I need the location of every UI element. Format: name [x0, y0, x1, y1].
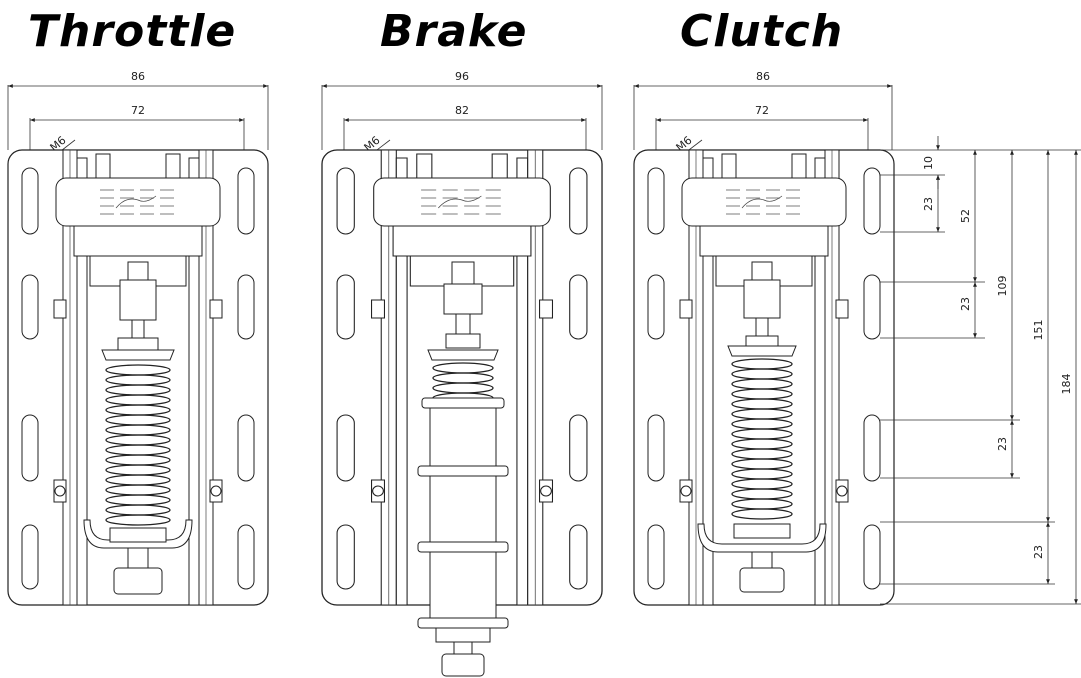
- title-throttle: Throttle: [28, 6, 236, 57]
- dim-23-second: 23: [959, 297, 972, 311]
- clutch-assembly: 86 72 M6: [633, 70, 895, 606]
- throttle-assembly: 86 72 M6: [7, 70, 269, 606]
- dim-10: 10: [922, 156, 935, 170]
- vertical-dimensions: 10 23 52 23 109 23 151 23 184: [880, 136, 1081, 605]
- clutch-width-outer: 86: [756, 70, 770, 83]
- dim-151: 151: [1032, 320, 1045, 341]
- brake-width-outer: 96: [455, 70, 469, 83]
- brake-assembly: 96 82 M6: [321, 70, 603, 677]
- title-brake: Brake: [380, 6, 527, 57]
- throttle-width-outer: 86: [131, 70, 145, 83]
- dim-23-third: 23: [996, 437, 1009, 451]
- clutch-width-inner: 72: [755, 104, 769, 117]
- title-clutch: Clutch: [680, 6, 843, 57]
- brake-width-inner: 82: [455, 104, 469, 117]
- dim-109: 109: [996, 276, 1009, 297]
- throttle-width-inner: 72: [131, 104, 145, 117]
- dim-184: 184: [1060, 374, 1073, 395]
- dim-23-bottom: 23: [1032, 545, 1045, 559]
- dim-52: 52: [959, 209, 972, 223]
- dim-23-top: 23: [922, 197, 935, 211]
